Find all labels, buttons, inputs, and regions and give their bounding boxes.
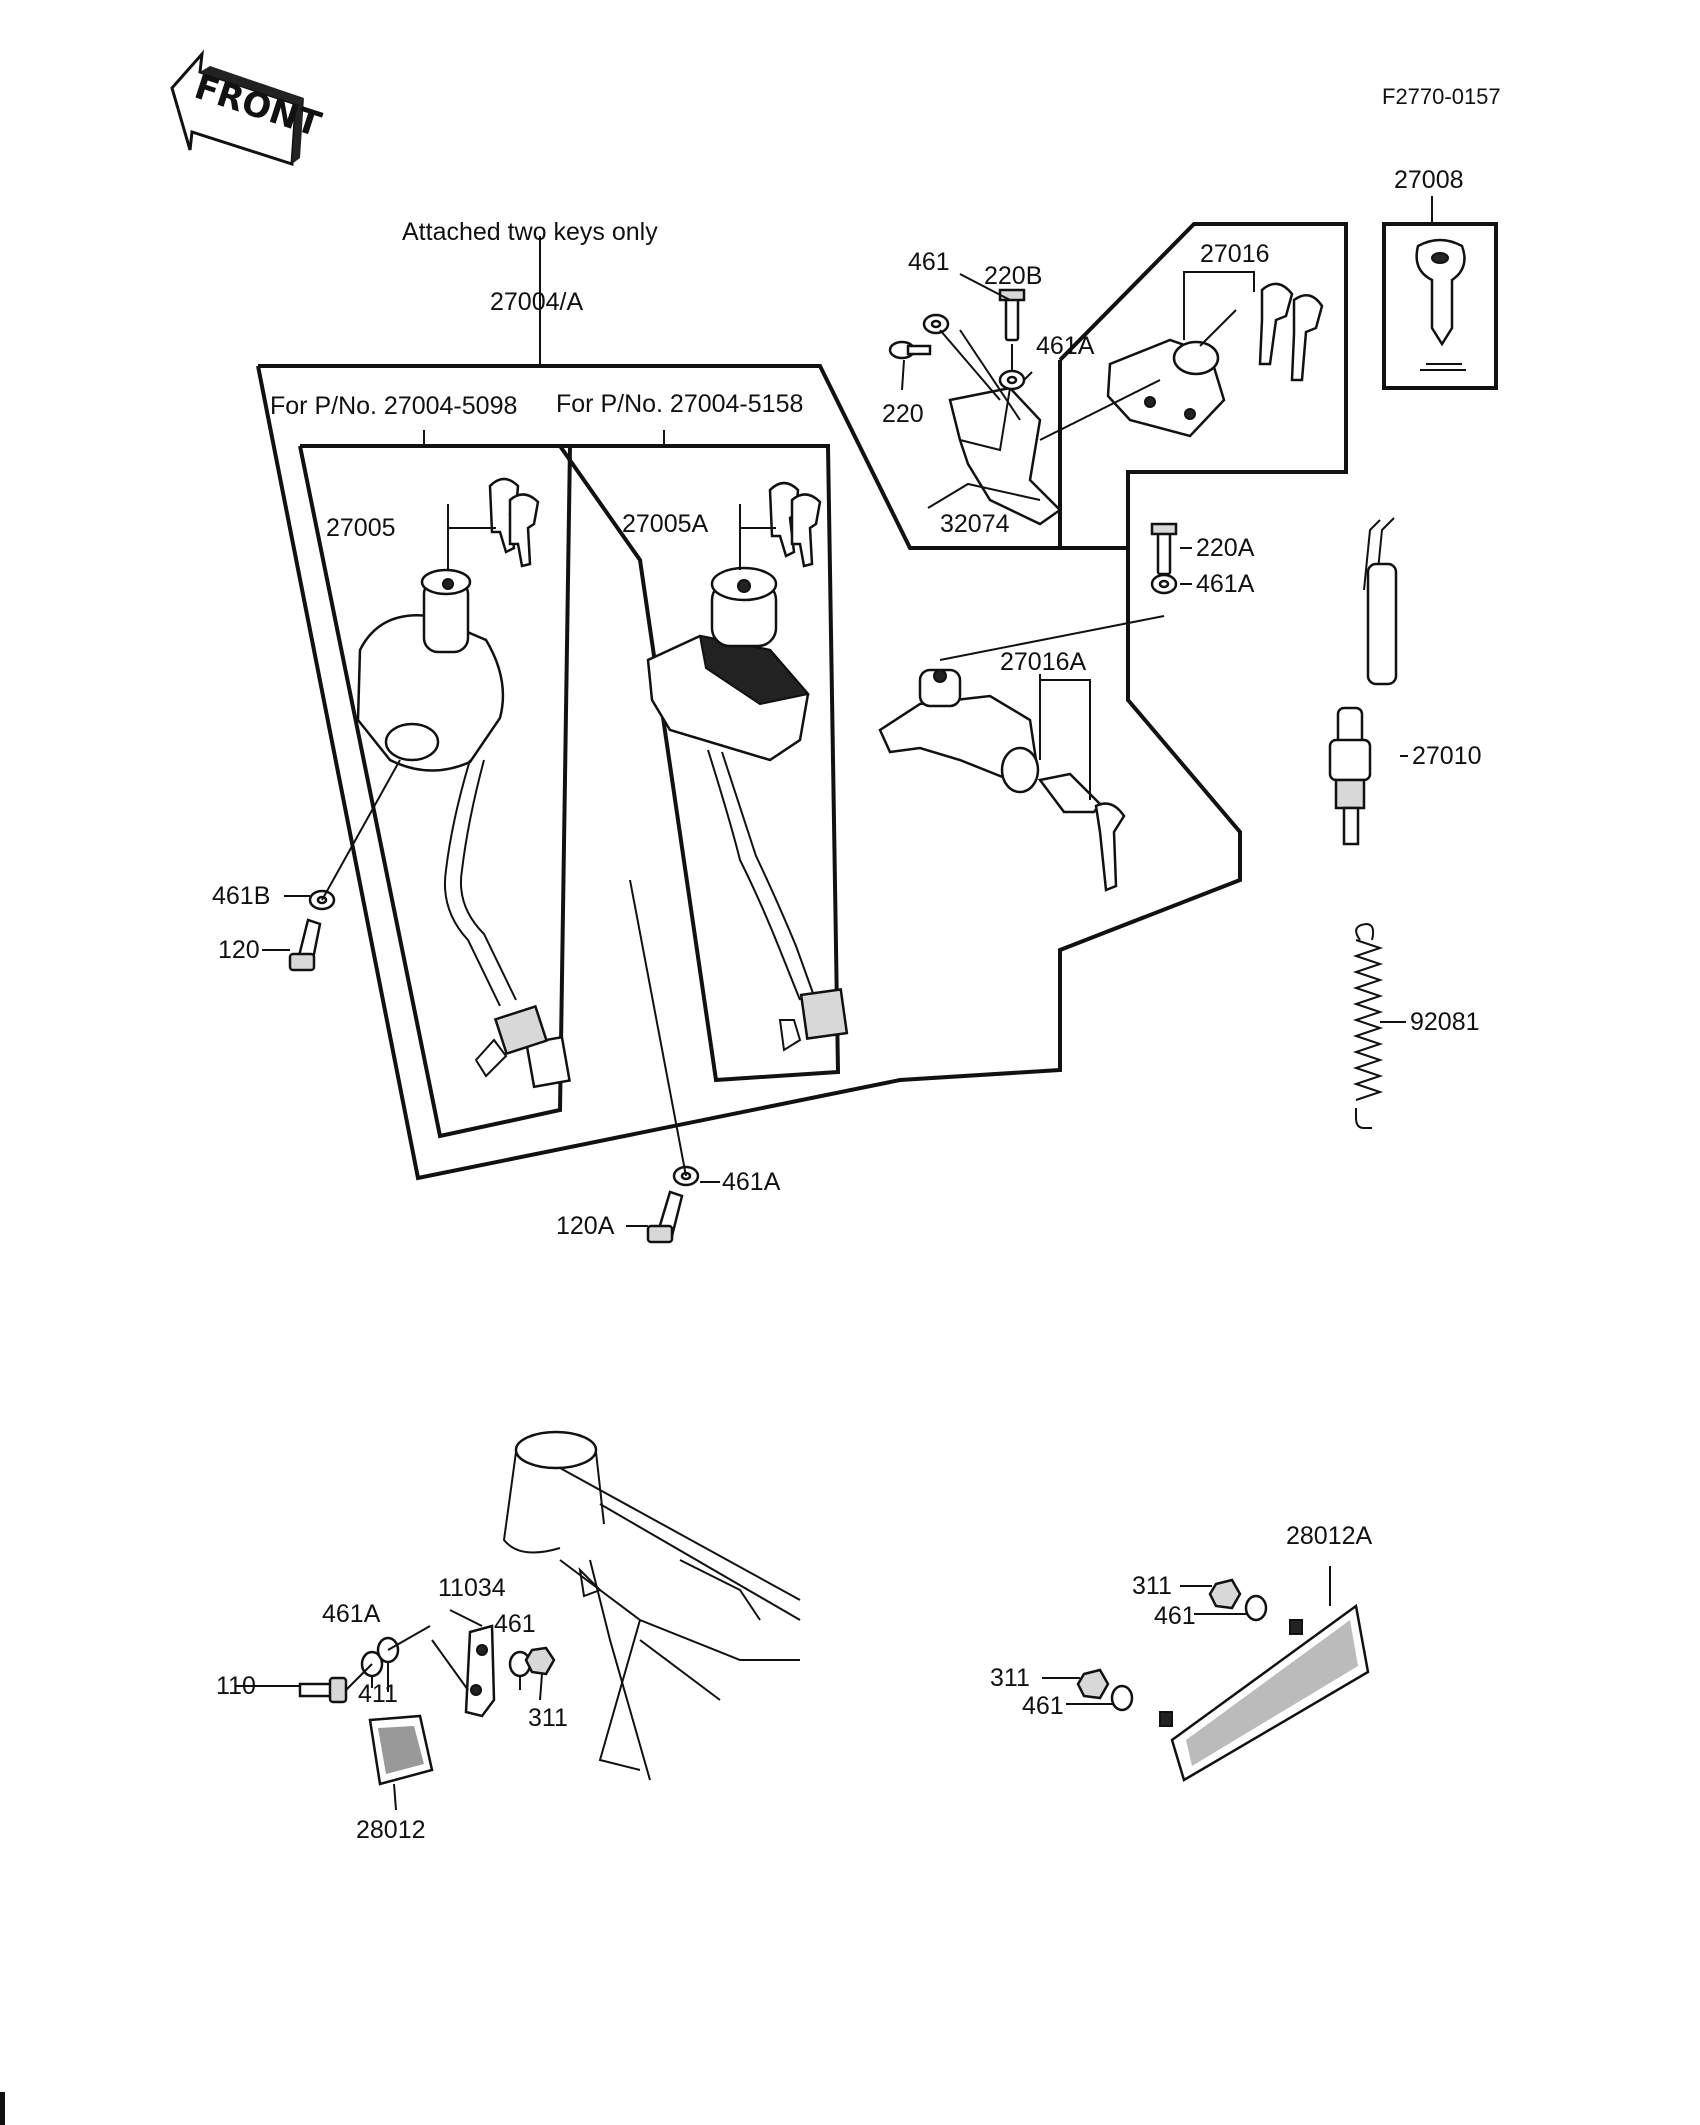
spring-92081 xyxy=(1352,922,1384,1129)
washer-461A-top xyxy=(998,369,1026,391)
label-27016A: 27016A xyxy=(1000,648,1087,676)
bolt-120A xyxy=(646,1190,684,1244)
frame-section xyxy=(502,1430,801,1781)
label-461-top: 461 xyxy=(908,248,950,276)
variant-b-label: For P/No. 27004-5158 xyxy=(556,390,803,418)
ignition-switch-27005 xyxy=(356,568,571,1089)
washer-461-top xyxy=(922,313,950,335)
bolt-110 xyxy=(298,1676,348,1704)
label-92081: 92081 xyxy=(1410,1008,1480,1036)
ignition-switch-27016 xyxy=(1106,338,1226,438)
label-461A-top: 461A xyxy=(1036,332,1095,360)
front-arrow-icon: FRONT xyxy=(170,49,326,167)
variant-a-label: For P/No. 27004-5098 xyxy=(270,392,517,420)
bolt-120 xyxy=(288,918,322,972)
label-311-ref: 311 xyxy=(528,1704,568,1732)
assembly-label: 27004/A xyxy=(490,288,583,316)
label-461A-ref: 461A xyxy=(322,1600,381,1628)
ignition-switch-27005A xyxy=(646,566,849,1052)
diagram-code: F2770-0157 xyxy=(1382,84,1501,109)
label-220B: 220B xyxy=(984,262,1042,290)
label-461B: 461B xyxy=(212,882,270,910)
washer-461-b xyxy=(1110,1684,1134,1712)
labels: Attached two keys only 27004/A For P/No.… xyxy=(212,166,1482,1844)
label-461-ref: 461 xyxy=(494,1610,536,1638)
label-311-b: 311 xyxy=(990,1664,1030,1692)
leader-lines xyxy=(236,196,1433,1811)
washer-461-a xyxy=(1244,1594,1268,1622)
switch-bracket-27016A xyxy=(878,668,1040,794)
nut-311-b xyxy=(1076,1668,1110,1700)
keys-27005-icon xyxy=(488,477,540,568)
washer-461A-mid xyxy=(1150,573,1178,595)
label-311-a: 311 xyxy=(1132,1572,1172,1600)
label-120: 120 xyxy=(218,936,260,964)
label-28012: 28012 xyxy=(356,1816,426,1844)
stop-switch-27010 xyxy=(1328,517,1398,846)
cover-32074 xyxy=(948,386,1062,526)
nut-311-ref xyxy=(524,1646,556,1676)
keys-27016-icon xyxy=(1258,282,1324,382)
screw-220A xyxy=(1150,522,1178,576)
reflector-28012A xyxy=(1159,1603,1370,1782)
label-27008: 27008 xyxy=(1394,166,1464,194)
keys-27016A-icon xyxy=(1037,772,1126,892)
edge-mark xyxy=(0,2092,5,2125)
key-27008-icon xyxy=(1415,238,1466,371)
label-27016: 27016 xyxy=(1200,240,1270,268)
label-220: 220 xyxy=(882,400,924,428)
keys-note: Attached two keys only xyxy=(402,218,658,246)
label-461-b: 461 xyxy=(1022,1692,1064,1720)
reflector-28012 xyxy=(368,1714,434,1786)
label-220A: 220A xyxy=(1196,534,1255,562)
label-27005: 27005 xyxy=(326,514,396,542)
screw-220 xyxy=(888,340,932,360)
screw-220B xyxy=(998,288,1026,342)
label-461-a: 461 xyxy=(1154,1602,1196,1630)
label-11034: 11034 xyxy=(438,1574,506,1602)
label-120A: 120A xyxy=(556,1212,615,1240)
label-411: 411 xyxy=(358,1680,398,1708)
label-28012A: 28012A xyxy=(1286,1522,1373,1550)
label-32074: 32074 xyxy=(940,510,1010,538)
label-27005A: 27005A xyxy=(622,510,709,538)
label-27010: 27010 xyxy=(1412,742,1482,770)
bracket-11034 xyxy=(464,1624,496,1718)
keys-27005A-icon xyxy=(768,481,822,568)
nut-311-a xyxy=(1208,1578,1242,1610)
label-110: 110 xyxy=(216,1672,256,1700)
assembly-outlines xyxy=(256,222,1498,1181)
label-461A-low: 461A xyxy=(722,1168,781,1196)
label-461A-mid: 461A xyxy=(1196,570,1255,598)
